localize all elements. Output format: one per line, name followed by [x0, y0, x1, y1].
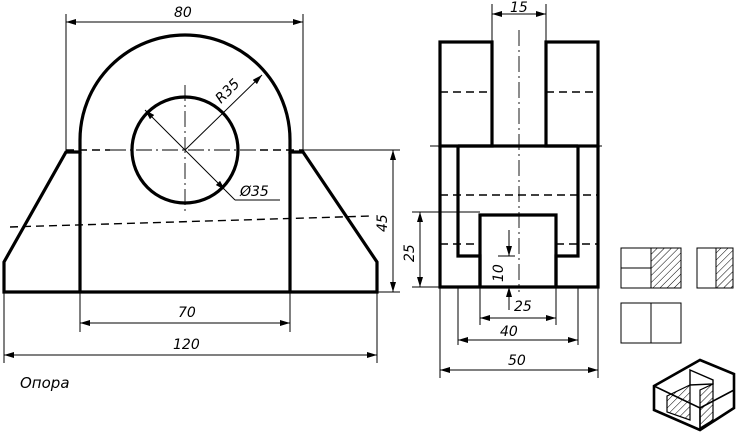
side-upright-right: [544, 40, 600, 148]
iso-notch: [689, 368, 714, 386]
sketch-rect-1-hatched: [650, 247, 682, 289]
dim-80-text: 80: [174, 5, 192, 21]
dim-120-text: 120: [173, 337, 200, 353]
dim-40-text: 40: [500, 324, 518, 340]
iso-hatched-face-1: [666, 384, 691, 421]
small-sketches: [620, 247, 734, 344]
front-dimensions: 80 R35 Ø35 45 70 120: [3, 5, 400, 363]
side-body-left-step: [456, 146, 482, 287]
side-body-outer: [438, 146, 600, 289]
dim-70-text: 70: [178, 305, 196, 321]
drawing-title: Опора: [20, 374, 70, 392]
side-view: [430, 30, 606, 292]
dim-15-text: 15: [510, 0, 528, 16]
side-upright-left: [438, 40, 494, 148]
dim-10-text: 10: [491, 264, 507, 282]
front-view: [2, 33, 379, 294]
dim-45-text: 45: [375, 214, 391, 232]
side-dimensions: 15 25 10 25 40 50: [402, 0, 599, 378]
iso-outline: [652, 358, 736, 432]
front-outline: [2, 33, 379, 294]
dim-25-slot-text: 25: [514, 299, 532, 315]
side-slot: [478, 213, 558, 287]
sketch-rect-2-hatched: [715, 247, 734, 289]
dim-diameter-text: Ø35: [239, 184, 269, 200]
front-hidden-slot-line: [9, 215, 373, 228]
diameter-leader-tail: [224, 189, 236, 201]
diameter-leader: [144, 109, 226, 191]
isometric-sketch: [652, 358, 736, 432]
dim-25-vertical-text: 25: [402, 244, 418, 262]
side-body-right-step: [554, 146, 580, 287]
iso-hatched-face-2: [699, 383, 714, 430]
dim-radius-text: R35: [213, 76, 244, 107]
dim-50-text: 50: [508, 353, 526, 369]
